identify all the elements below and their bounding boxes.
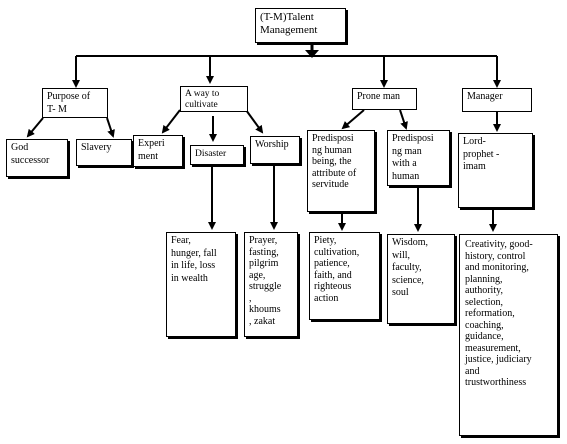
disaster-box: Disaster: [190, 145, 244, 165]
god-successor-box: God successor: [6, 139, 68, 177]
slavery-box: Slavery: [76, 139, 132, 166]
lord-prophet-imam-box: Lord- prophet - imam: [458, 133, 533, 208]
manager-box: Manager: [462, 88, 532, 112]
prone-man-box: Prone man: [352, 88, 417, 110]
predisposing-man-box: Predisposi ng man with a human: [387, 130, 450, 186]
root-arrow-icon: [305, 50, 319, 58]
cultivate-left: [161, 109, 181, 134]
purpose-box: Purpose of T- M: [42, 88, 108, 118]
root-box: (T-M)Talent Management: [255, 8, 346, 43]
cultivate-right: [245, 109, 264, 134]
worship-outcome-box: Prayer, fasting, pilgrim age, struggle ,…: [244, 232, 298, 337]
creativity-outcome-box: Creativity, good- history, control and m…: [459, 234, 558, 436]
cultivate-box: A way to cultivate: [180, 86, 248, 112]
disaster-outcome-box: Fear, hunger, fall in life, loss in weal…: [166, 232, 236, 337]
prone-right: [399, 109, 408, 130]
experiment-box: Experi ment: [133, 135, 183, 167]
purpose-left: [26, 117, 44, 138]
wisdom-outcome-box: Wisdom, will, faculty, science, soul: [387, 234, 455, 324]
prone-left: [341, 109, 365, 130]
purpose-right: [106, 117, 115, 138]
worship-box: Worship: [250, 136, 300, 164]
predisposing-human-box: Predisposi ng human being, the attribute…: [307, 130, 375, 212]
piety-outcome-box: Piety, cultivation, patience, faith, and…: [309, 232, 380, 320]
